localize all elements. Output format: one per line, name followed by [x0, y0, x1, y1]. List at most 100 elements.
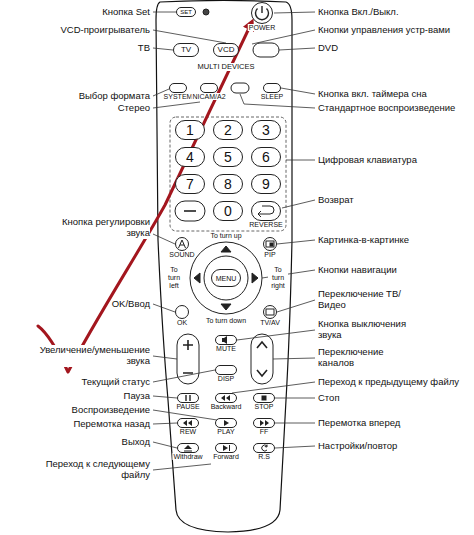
callout-label: Кнопки управления устр-вами: [318, 25, 450, 36]
button-label: NICAM/A2: [191, 93, 226, 100]
leader-line: [153, 356, 177, 359]
button-label: SOUND: [168, 251, 195, 258]
leader-line: [279, 48, 315, 50]
button-caption: MULTI DEVICES: [198, 63, 255, 72]
plain-buttons: [253, 43, 279, 57]
callout-label: Настройки/повтор: [318, 441, 397, 452]
leader-line: [275, 423, 315, 424]
button-label: POWER: [248, 24, 276, 31]
remote-button: SOUND: [175, 237, 189, 251]
callout-label: Стандартное воспроизведение: [318, 103, 455, 114]
pointer-arrow: [38, 24, 251, 372]
callout-label: Картинка-в-картинке: [318, 235, 409, 246]
plain-buttons: [175, 9, 279, 221]
callout-label: Кнопка вкл. таймера сна: [318, 89, 427, 100]
button-label: 4: [186, 150, 194, 164]
remote-button: Backward: [215, 393, 237, 403]
button-label: DISP: [217, 375, 235, 382]
leader-line: [153, 12, 315, 470]
callout-label: Выход: [122, 437, 150, 448]
remote-button: Forward: [215, 443, 237, 453]
callout-label: Кнопка Set: [102, 7, 150, 18]
leader-line: [277, 300, 315, 312]
button-label: 1: [186, 123, 194, 137]
digit-button: 7: [175, 174, 205, 194]
button-icons: [258, 206, 274, 217]
button-label: 8: [224, 177, 232, 191]
callout-label: DVD: [318, 43, 338, 54]
button-label: PLAY: [216, 428, 235, 435]
callout-label: ТВ: [138, 43, 150, 54]
button-label: SYSTEM: [163, 93, 194, 100]
button-icons: [179, 240, 186, 248]
digit-button: 5: [213, 147, 243, 167]
callout-label: OK/Ввод: [112, 299, 150, 310]
button-label: VCD: [218, 46, 235, 54]
button-label: MUTE: [215, 345, 237, 352]
remote-button: SET: [176, 7, 196, 17]
rocker-buttons: [257, 342, 267, 376]
remote-button: REVERSE: [251, 201, 281, 221]
button-label: 9: [262, 177, 270, 191]
button-label: FF: [259, 428, 270, 435]
digit-button: 6: [251, 147, 281, 167]
button-icons: [224, 420, 229, 426]
button-label: Forward: [212, 453, 240, 460]
leader-line: [153, 396, 177, 398]
leader-line: [273, 358, 315, 359]
button-label: REW: [179, 428, 197, 435]
leader-line: [153, 12, 176, 13]
navigation-pad: [194, 246, 258, 310]
remote-button: NICAM/A2: [200, 83, 218, 93]
callout-label: Увеличение/уменьшение звука: [25, 345, 150, 367]
callout-label: Кнопка Вкл./Выкл.: [318, 7, 399, 18]
remote-button: REW: [177, 418, 199, 428]
button-label: SLEEP: [260, 93, 285, 100]
remote-button: MENU: [211, 269, 241, 287]
button-label: 7: [186, 177, 194, 191]
leader-line: [153, 234, 175, 244]
button-icons: [262, 396, 267, 401]
leader-line: [153, 102, 200, 108]
navigation-pad: [204, 256, 248, 300]
button-icons: [184, 445, 192, 449]
button-label: PIP: [263, 251, 276, 258]
remote-button: STOP: [253, 393, 275, 403]
callout-label: Перемотка вперед: [318, 418, 400, 429]
button-label: 3: [262, 123, 270, 137]
button-label: STOP: [254, 403, 275, 410]
button-caption: To turn right: [268, 266, 288, 290]
button-icons: [186, 395, 190, 401]
button-label: Withdraw: [172, 453, 203, 460]
button-caption: To turn left: [165, 266, 183, 290]
leader-line: [153, 423, 177, 424]
callout-label: Перемотка назад: [73, 419, 150, 430]
button-icons: [266, 241, 274, 247]
remote-button: PLAY: [215, 418, 237, 428]
button-label: REVERSE: [248, 221, 283, 228]
callout-label: Кнопка регулировки звука: [54, 217, 150, 239]
button-icons: [229, 445, 230, 451]
callout-label: Пауза: [124, 391, 150, 402]
callout-label: Стерео: [118, 103, 150, 114]
leader-line: [281, 88, 315, 94]
navigation-pad: [190, 242, 262, 314]
callout-label: Выбор формата: [79, 91, 150, 102]
button-icons: [184, 451, 192, 452]
remote-button: SYSTEM: [169, 83, 187, 93]
digit-button: 2: [213, 120, 243, 140]
callout-label: Переключение ТВ/Видео: [318, 289, 408, 311]
button-label: 2: [224, 123, 232, 137]
digit-button: 3: [251, 120, 281, 140]
button-label: PAUSE: [175, 403, 200, 410]
callout-label: Кнопки навигации: [318, 265, 397, 276]
rocker-buttons: [177, 334, 273, 384]
leader-line: [237, 330, 315, 340]
digit-button: 0: [213, 201, 243, 221]
callout-label: Кнопка выключения звука: [318, 319, 418, 341]
digit-button: 1: [175, 120, 205, 140]
plain-buttons: [203, 9, 209, 15]
digit-button: 4: [175, 147, 205, 167]
button-icons: [256, 6, 269, 20]
rocker-buttons: [183, 340, 193, 373]
